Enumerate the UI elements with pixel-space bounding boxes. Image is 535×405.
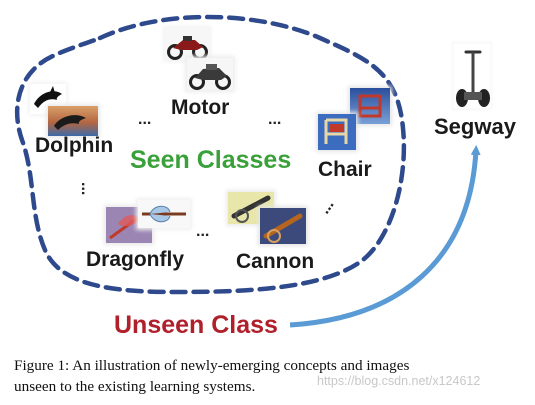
dragonfly-image (104, 198, 192, 245)
segway-image (452, 42, 492, 110)
label-motor: Motor (171, 96, 229, 119)
seen-classes-title: Seen Classes (130, 146, 291, 174)
ellipsis-motor-chair: ... (268, 111, 281, 128)
unseen-class-title: Unseen Class (114, 311, 278, 339)
label-cannon: Cannon (236, 250, 314, 273)
dolphin-image (28, 82, 100, 138)
watermark: https://blog.csdn.net/x124612 (317, 374, 481, 388)
label-segway: Segway (434, 114, 517, 139)
label-chair: Chair (318, 158, 372, 181)
ellipsis-chair-cannon: ... (316, 196, 338, 217)
motor-image (163, 26, 235, 92)
figure-caption-line-2: unseen to the existing learning systems. (14, 378, 256, 395)
ellipsis-motor-dolphin: ... (138, 111, 151, 128)
label-dolphin: Dolphin (35, 134, 113, 157)
unseen-arrow (289, 145, 481, 328)
figure-caption-line-1: Figure 1: An illustration of newly-emerg… (14, 357, 410, 374)
figure-illustration: ... ... ... ... ... Motor Dolphin Chair … (14, 14, 517, 339)
ellipsis-dolphin-dragonfly: ... (78, 182, 95, 195)
label-dragonfly: Dragonfly (86, 248, 184, 271)
ellipsis-dragonfly-cannon: ... (196, 223, 209, 240)
cannon-image (226, 190, 308, 246)
chair-image (316, 86, 392, 152)
seen-classes-boundary (14, 14, 407, 295)
